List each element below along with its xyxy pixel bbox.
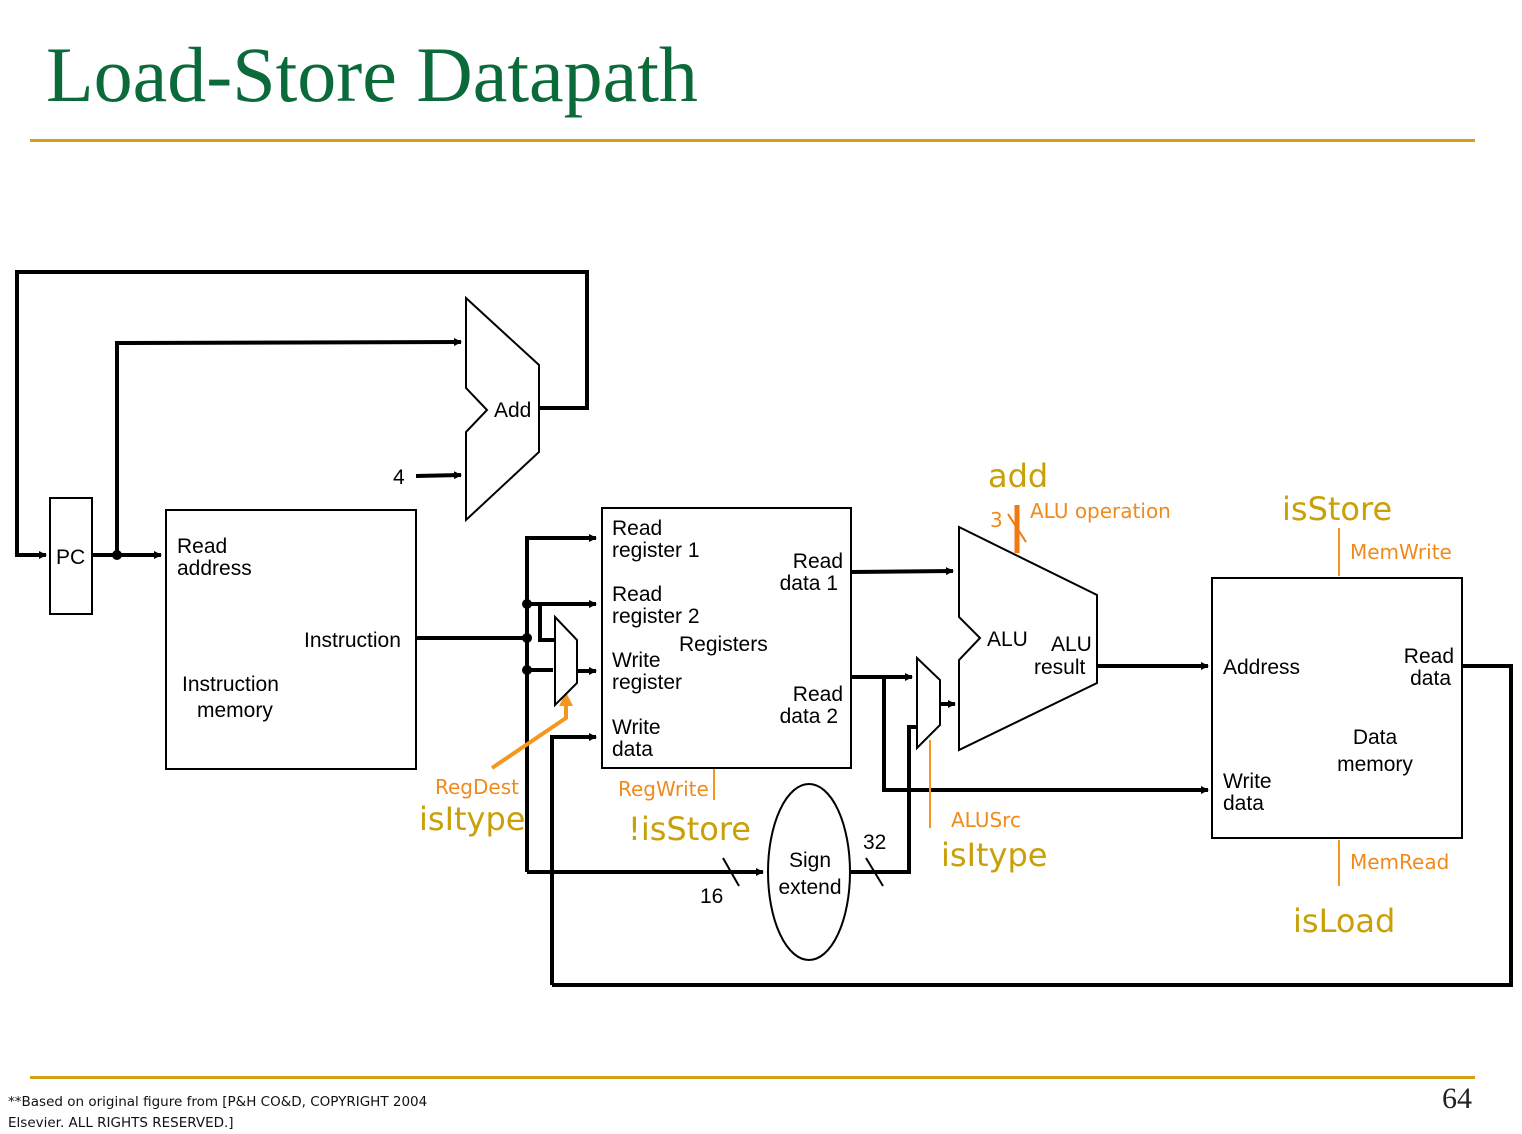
alu-result-label: result: [1034, 656, 1086, 679]
control-lines: [490, 505, 1340, 886]
rf-label: Write: [612, 649, 661, 672]
alu: [958, 525, 1098, 752]
im-name: Instruction: [182, 673, 279, 696]
regdest-signal: RegDest: [435, 775, 519, 799]
adder-label: Add: [494, 399, 531, 422]
footer-rule: [30, 1076, 1475, 1079]
dm-label: data: [1223, 792, 1264, 815]
im-name: memory: [197, 699, 273, 722]
se-in-width: 16: [700, 885, 723, 908]
rf-label: Read: [793, 683, 843, 706]
adder-constant: 4: [393, 466, 405, 489]
regwrite-signal: RegWrite: [618, 777, 709, 801]
rf-label: data: [612, 738, 653, 761]
regdest-value: isItype: [419, 800, 525, 838]
se-out-width: 32: [863, 831, 886, 854]
register-file: [601, 507, 852, 769]
alu-result-label: ALU: [1051, 633, 1092, 656]
dm-label: data: [1410, 667, 1451, 690]
se-label: extend: [778, 876, 841, 899]
pc-label: PC: [56, 546, 85, 569]
alu-op-width: 3: [990, 508, 1003, 532]
memread-value: isLoad: [1293, 902, 1395, 940]
pc-register: [49, 497, 93, 615]
title-rule: [30, 139, 1475, 142]
aluop-value: add: [988, 457, 1048, 495]
memread-signal: MemRead: [1350, 850, 1449, 874]
rf-name: Registers: [679, 633, 768, 656]
sign-extend: [767, 783, 851, 961]
rf-label: register: [612, 671, 682, 694]
dm-label: Write: [1223, 770, 1272, 793]
rf-label: Write: [612, 716, 661, 739]
dm-label: Read: [1404, 645, 1454, 668]
rf-label: data 1: [780, 572, 838, 595]
se-label: Sign: [789, 849, 831, 872]
rf-label: register 1: [612, 539, 700, 562]
adder: [465, 295, 540, 523]
dm-label: Address: [1223, 656, 1300, 679]
im-in-label: Read: [177, 535, 227, 558]
instruction-memory: [165, 509, 417, 770]
dm-name: memory: [1337, 753, 1413, 776]
data-memory: [1211, 577, 1463, 839]
alusrc-signal: ALUSrc: [951, 808, 1021, 832]
memwrite-signal: MemWrite: [1350, 540, 1452, 564]
aluop-signal: ALU operation: [1030, 499, 1171, 523]
dm-name: Data: [1353, 726, 1398, 749]
rf-label: Read: [793, 550, 843, 573]
page-number: 64: [1442, 1082, 1472, 1115]
alusrc-mux: [916, 655, 941, 751]
rf-label: Read: [612, 583, 662, 606]
regwrite-value: !isStore: [628, 810, 751, 848]
rf-label: register 2: [612, 605, 700, 628]
slide-title: Load-Store Datapath: [46, 31, 698, 118]
rf-label: Read: [612, 517, 662, 540]
wires: [15, 270, 1513, 987]
im-out-label: Instruction: [304, 629, 401, 652]
im-in-label: address: [177, 557, 252, 580]
footnote: **Based on original figure from [P&H CO&…: [8, 1094, 428, 1131]
rf-label: data 2: [780, 705, 838, 728]
alusrc-value: isItype: [941, 836, 1047, 874]
regdest-mux: [554, 614, 578, 708]
alu-label: ALU: [987, 628, 1028, 651]
memwrite-value: isStore: [1282, 490, 1392, 528]
